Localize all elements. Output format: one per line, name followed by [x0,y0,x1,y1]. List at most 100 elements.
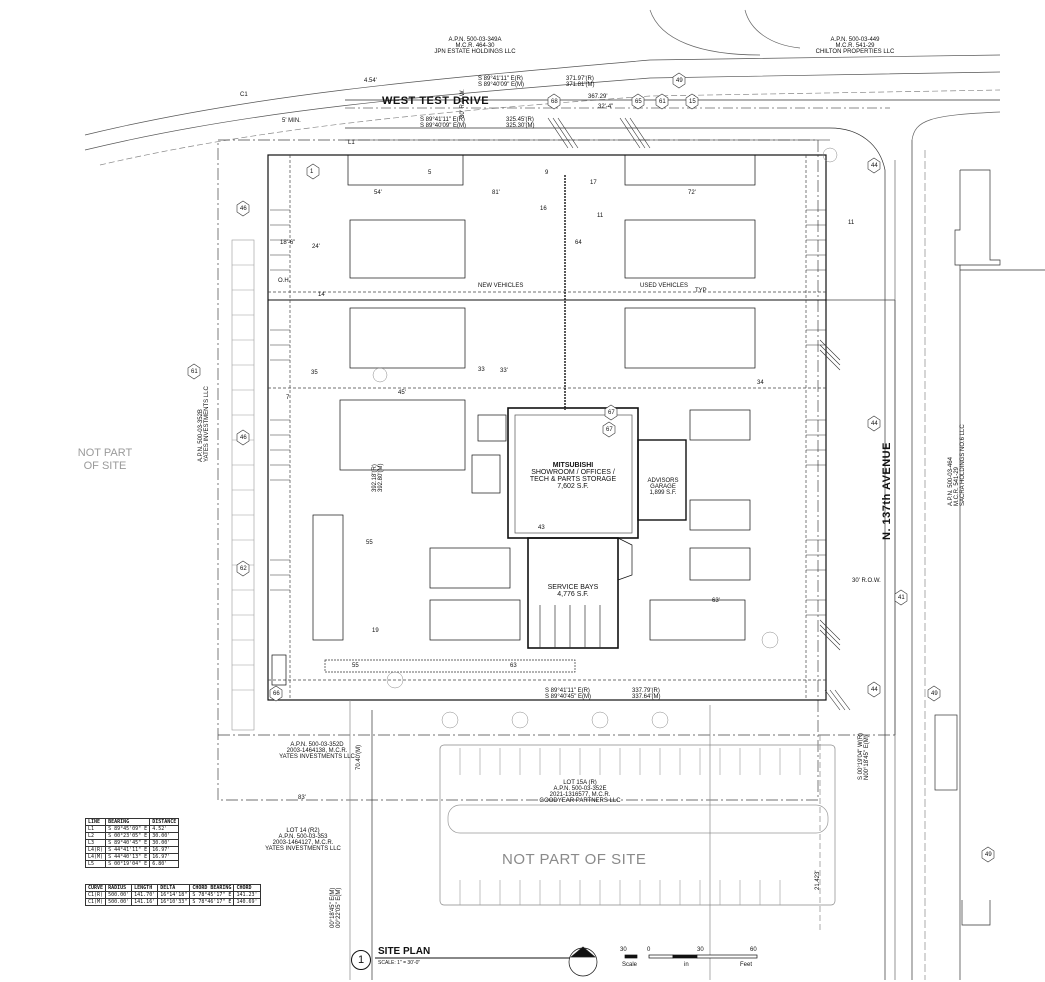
keynote-5: 5 [428,170,432,176]
line-l1: L1 [348,140,355,146]
dim-oh: O.H. [278,278,291,284]
east-street-name: N. 137th AVENUE [881,442,893,540]
keynote-62: 62 [240,566,247,572]
keynote-61: 61 [191,369,198,375]
dim-5min: 5' MIN. [282,118,301,124]
keynote-19: 19 [372,628,379,634]
north-road-curve [84,54,1001,136]
keynote-66: 66 [273,691,280,697]
distance-north-top: 371.97'(R)371.81'(M) [566,76,595,88]
north-label: NORTH [573,962,591,968]
dim-30row: 30' R.O.W. [460,89,466,118]
keynote-65a: 65 [635,99,642,105]
keynote-44c: 44 [871,687,878,693]
dim-186: 18'-6" [280,240,296,246]
dim-mid-2: 32'-4" [598,104,614,110]
bearing-east-line: S 00°19'04" W(R)N00°18'45" E(M) [858,732,870,780]
dim-63: 63' [712,598,720,604]
keynote-46b: 49 [931,691,938,697]
keynote-44b: 44 [871,421,878,427]
keynote-46c: 49 [985,852,992,858]
dim-typ: TYP [695,288,707,294]
dim-83: 83' [298,795,306,801]
keynote-14: 14 [318,292,325,298]
keynote-64: 64 [575,240,582,246]
scale-tick-30b: 30 [697,947,704,953]
used-vehicles-label: USED VEHICLES [640,283,689,289]
scale-unit-scale: Scale [622,962,638,968]
keynote-68a: 68 [551,99,558,105]
scale-tick-0: 0 [647,947,651,953]
keynote-7: 7 [286,395,290,401]
keynote-33: 33 [478,367,485,373]
scale-unit-in: in [684,962,689,968]
keynote-67b: 67 [606,427,613,433]
scale-tick-60: 60 [750,947,757,953]
table-row: C1(R)500.00' 141.70'16°14'18" S 78°45'17… [84,891,261,899]
keynote-36: 41 [898,595,905,601]
keynote-44a: 44 [871,163,878,169]
bearing-sw-line: 00°18'45" E(M)00°22'05" E(M) [330,887,342,928]
distance-north-inner: 325.45'(R)325.30'(M) [506,117,535,129]
keynote-1: 1 [310,169,314,175]
new-vehicles-label: NEW VEHICLES [478,283,524,289]
bearing-north-top: S 89°41'11" E(R)S 89°40'09" E(M) [478,76,525,88]
dim-30row-east: 30' R.O.W. [852,578,881,584]
dim-72: 72' [688,190,696,196]
dim-54: 54' [374,190,382,196]
keynote-34: 34 [757,380,764,386]
keynote-16: 15 [689,99,696,105]
keynote-11: 11 [848,220,855,226]
not-part-of-site-south: NOT PART OF SITE [502,851,647,868]
dim-24: 24' [312,244,320,250]
drawing-title: SITE PLAN [378,946,431,957]
keynote-18: 16 [540,206,547,212]
keynote-63: 63 [510,663,517,669]
keynote-67a: 67 [608,410,615,416]
dim-81: 81' [492,190,500,196]
showroom-label: MITSUBISHI SHOWROOM / OFFICES / TECH & P… [529,462,617,490]
keynote-35: 35 [311,370,318,376]
scale-tick-30a: 30 [620,947,627,953]
dim-45: 45' [398,390,406,396]
table-row: C1(M)500.00' 141.16'16°10'33" S 78°46'17… [84,898,261,906]
curve-c1: C1 [240,92,248,98]
bearing-south: S 89°41'11" E(R)S 89°40'45" E(M) [545,688,592,700]
drawing-number: 1 [351,950,371,970]
drawing-scale: SCALE: 1" = 30'-0" [378,960,421,966]
keynote-61b: 61 [659,99,666,105]
keynote-43a: 46 [240,206,247,212]
keynote-43b: 46 [240,435,247,441]
keynote-15: 11 [597,213,604,219]
parking-lot-outline [267,154,827,701]
site-boundary [217,139,819,801]
distance-west: 392.18'(R)392.80'(M) [372,463,384,493]
bearing-north-inner: S 89°41'11" E(R)S 89°40'09" E(M) [420,117,467,129]
service-bays [527,537,619,649]
advisors-garage [637,439,687,521]
curve-table: CURVE RADIUS LENGTH DELTA CHORD BEARING … [84,884,261,906]
dim-tactile: 21.423' [815,870,821,891]
keynote-55: 55 [352,663,359,669]
keynote-17: 17 [590,180,597,186]
dim-mid: 367.29' [588,94,608,100]
north-street-name: WEST TEST DRIVE [382,95,490,107]
keynote-9: 9 [545,170,549,176]
keynote-46a: 49 [676,78,683,84]
